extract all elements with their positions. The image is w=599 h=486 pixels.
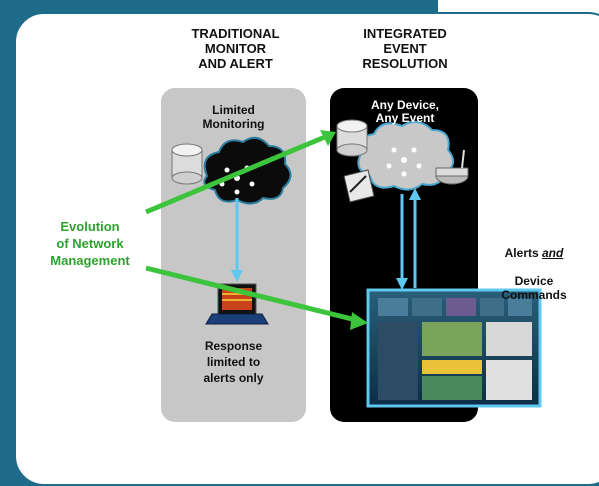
- left-column-title: TRADITIONAL MONITOR AND ALERT: [191, 26, 280, 71]
- any-device-label: Any Device, Any Event: [370, 98, 440, 125]
- evolution-label: Evolution of Network Management: [50, 219, 130, 268]
- alerts-suffix: Device Commands: [501, 274, 567, 302]
- switch-icon: [343, 169, 375, 203]
- router-icon: [171, 143, 203, 185]
- alerts-prefix: Alerts: [504, 246, 542, 260]
- response-limited-label: Response limited to alerts only: [203, 339, 264, 385]
- wireless-router-icon: [435, 149, 469, 185]
- console-screen: [366, 288, 542, 408]
- router-icon: [336, 119, 368, 157]
- alerts-commands-label: Alerts and Device Commands: [484, 232, 584, 302]
- header-tab: [438, 0, 599, 14]
- limited-monitoring-label: Limited Monitoring: [202, 103, 265, 131]
- right-column-title: INTEGRATED EVENT RESOLUTION: [362, 26, 448, 71]
- alerts-and: and: [542, 246, 564, 260]
- network-diagram: [145, 119, 542, 408]
- cloud-icon: [356, 120, 455, 191]
